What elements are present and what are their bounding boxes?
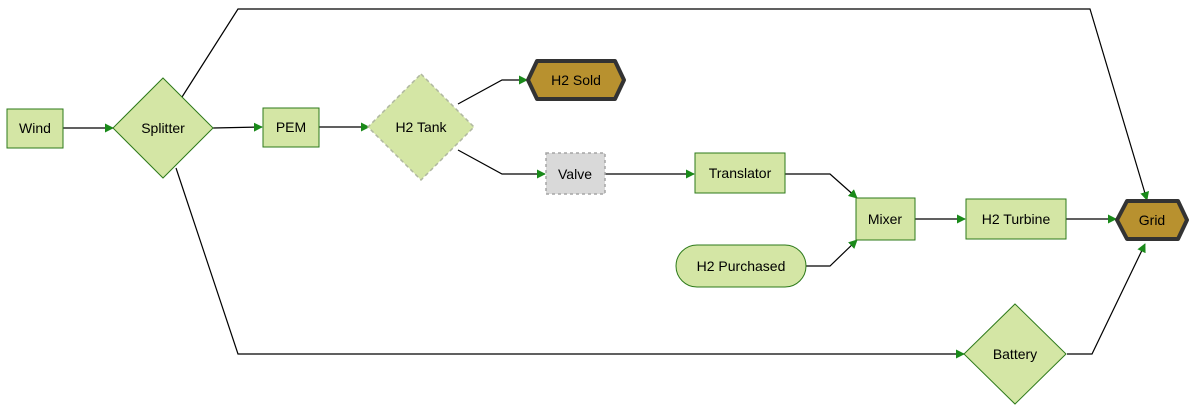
node-h2-tank[interactable]: H2 Tank (366, 72, 476, 182)
node-h2-purchased[interactable]: H2 Purchased (675, 244, 807, 288)
node-wind[interactable]: Wind (6, 108, 64, 149)
node-h2-purchased-shape (675, 244, 807, 288)
node-h2-turbine[interactable]: H2 Turbine (965, 198, 1067, 240)
node-wind-label: Wind (19, 120, 51, 136)
node-valve[interactable]: Valve (545, 152, 606, 195)
edges (63, 8, 1149, 359)
node-h2-sold-label: H2 Sold (551, 72, 601, 88)
node-translator-shape (694, 152, 786, 194)
edge-battery-grid (1067, 243, 1146, 355)
node-mixer-label: Mixer (868, 211, 903, 227)
node-splitter[interactable]: Splitter (112, 77, 214, 179)
edge-splitter-pem (212, 122, 263, 132)
node-valve-shape (545, 152, 606, 195)
node-grid-shape (1115, 199, 1189, 241)
node-splitter-shape (112, 77, 214, 179)
node-valve-label: Valve (558, 166, 592, 182)
node-pem-label: PEM (276, 119, 306, 135)
node-h2-turbine-shape (965, 198, 1067, 240)
edge-splitter-battery (175, 167, 965, 359)
node-h2-sold-shape (526, 59, 626, 101)
node-h2-tank-shape (366, 72, 476, 182)
node-pem-shape (262, 107, 320, 148)
node-battery[interactable]: Battery (963, 303, 1067, 405)
node-h2-sold[interactable]: H2 Sold (526, 59, 626, 101)
node-h2-turbine-label: H2 Turbine (982, 211, 1051, 227)
node-h2-tank-label: H2 Tank (395, 119, 447, 135)
nodes: Wind Splitter PEM H2 Tank H2 Sold Valve … (6, 59, 1189, 405)
edge-h2-tank-h2-sold (457, 75, 528, 105)
node-translator-label: Translator (709, 165, 772, 181)
node-battery-label: Battery (993, 346, 1037, 362)
node-translator[interactable]: Translator (694, 152, 786, 194)
node-grid-label: Grid (1139, 212, 1165, 228)
edge-splitter-grid (181, 8, 1149, 201)
edge-h2-purchased-mixer (806, 239, 858, 267)
node-mixer-shape (855, 197, 916, 241)
node-pem[interactable]: PEM (262, 107, 320, 148)
edge-h2-tank-valve (457, 149, 546, 179)
node-mixer[interactable]: Mixer (855, 197, 916, 241)
node-battery-shape (963, 303, 1067, 405)
node-h2-purchased-label: H2 Purchased (697, 258, 786, 274)
node-grid[interactable]: Grid (1115, 199, 1189, 241)
node-splitter-label: Splitter (141, 120, 185, 136)
edge-translator-mixer (785, 173, 858, 199)
node-wind-shape (6, 108, 64, 149)
